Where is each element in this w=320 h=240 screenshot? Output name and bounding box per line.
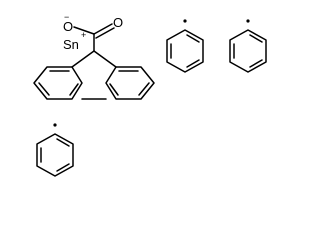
carbonyl-oxygen-label: O bbox=[113, 15, 123, 30]
phenyl-1-double-1 bbox=[186, 34, 200, 43]
phenyl-3-double-2 bbox=[56, 163, 70, 172]
structure-diagram: O − O Sn + bbox=[33, 12, 267, 177]
phenyl-2-double-1 bbox=[249, 34, 263, 43]
right-ring-double-2 bbox=[138, 82, 150, 96]
phenyl-2-radical-dot bbox=[246, 19, 250, 23]
tin-charge: + bbox=[81, 30, 86, 40]
phenyl-2-double-2 bbox=[249, 59, 263, 68]
right-ring-double-3 bbox=[109, 83, 119, 96]
phenyl-radical-3 bbox=[36, 123, 74, 177]
bond-c9-left bbox=[71, 50, 95, 68]
molecule-canvas: O − O Sn + bbox=[33, 12, 267, 177]
phenyl-2-outline bbox=[229, 29, 267, 73]
phenyl-1-double-2 bbox=[186, 59, 200, 68]
phenyl-radical-2 bbox=[229, 19, 267, 73]
oxygen-anion-label: O bbox=[63, 19, 73, 34]
phenyl-1-outline bbox=[166, 29, 204, 73]
left-ring-double-2 bbox=[38, 82, 50, 96]
carboxylate-group: O − O Sn + bbox=[63, 12, 123, 52]
phenyl-1-radical-dot bbox=[183, 19, 187, 23]
bond-c-o-anion bbox=[73, 26, 95, 35]
phenyl-radical-1 bbox=[166, 19, 204, 73]
bond-c-o-double-b bbox=[95, 27, 115, 39]
left-ring-double-3 bbox=[69, 83, 79, 96]
left-benzene-ring bbox=[33, 66, 83, 100]
right-ring-outline bbox=[105, 66, 155, 100]
left-ring-outline bbox=[33, 66, 83, 100]
phenyl-3-outline bbox=[36, 133, 74, 177]
phenyl-3-double-1 bbox=[56, 138, 70, 147]
tin-label: Sn bbox=[63, 37, 79, 52]
fluorene-group bbox=[33, 50, 155, 100]
bond-c9-right bbox=[93, 50, 117, 68]
bond-c-o-double-a bbox=[93, 23, 113, 35]
oxygen-anion-charge: − bbox=[64, 12, 69, 22]
phenyl-3-radical-dot bbox=[53, 123, 57, 127]
right-benzene-ring bbox=[105, 66, 155, 100]
